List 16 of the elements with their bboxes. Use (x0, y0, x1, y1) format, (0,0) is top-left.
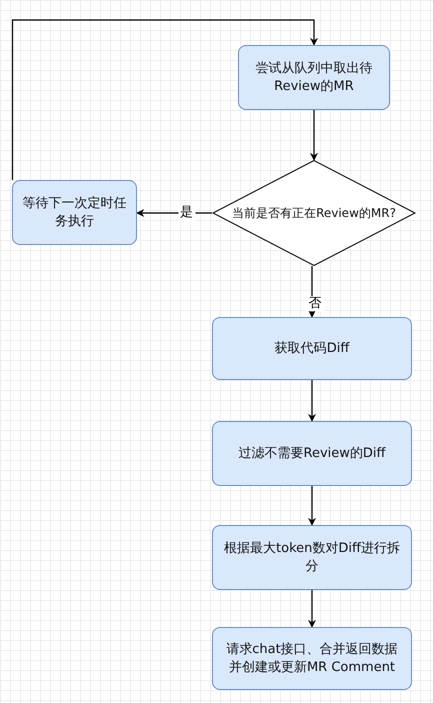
process-box: 过滤不需要Review的Diff (212, 421, 412, 486)
arrow (308, 590, 316, 628)
decision-text: 当前是否有正在Review的MR? (232, 204, 396, 222)
arrow (136, 209, 212, 217)
process-box: 根据最大token数对Diff进行拆分 (212, 525, 412, 590)
arrow (12, 19, 318, 180)
edge-label: 否 (306, 296, 324, 312)
process-box: 获取代码Diff (212, 317, 412, 380)
process-box: 尝试从队列中取出待Review的MR (238, 45, 390, 110)
arrow (308, 380, 316, 422)
process-box: 请求chat接口、合并返回数据并创建或更新MR Comment (212, 627, 412, 690)
process-box: 等待下一次定时任务执行 (12, 180, 137, 245)
decision-diamond (212, 160, 416, 266)
edge-label: 是 (178, 205, 195, 221)
arrow (310, 110, 318, 161)
arrow (308, 486, 316, 526)
